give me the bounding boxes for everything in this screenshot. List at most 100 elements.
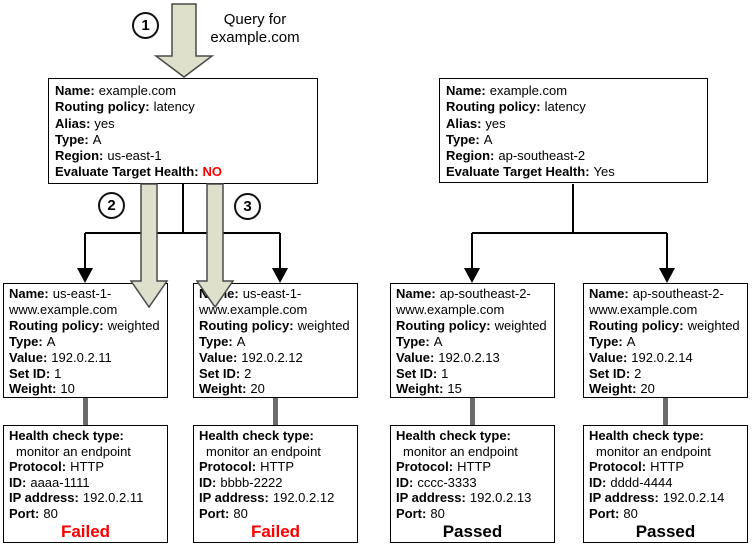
field-value: us-east-1-www.example.com xyxy=(9,286,118,317)
record-line: Evaluate Target Health:Yes xyxy=(446,164,701,180)
field-value: 2 xyxy=(634,365,642,381)
field-label: Protocol: xyxy=(199,459,257,474)
field-value: A xyxy=(92,131,102,147)
record-line: Routing policy:weighted xyxy=(589,318,742,334)
field-label: Port: xyxy=(589,505,620,521)
field-label: Set ID: xyxy=(199,365,241,381)
field-value: 2 xyxy=(244,365,252,381)
field-label: Set ID: xyxy=(396,365,438,381)
record-line: Type:A xyxy=(446,132,701,148)
record-line: ID:aaaa-1111 xyxy=(9,475,162,491)
field-label: Type: xyxy=(55,131,89,147)
field-value: 80 xyxy=(43,505,58,521)
health-status: Passed xyxy=(635,522,696,541)
record-line: Port:80 xyxy=(199,506,352,522)
field-value: weighted xyxy=(107,317,160,333)
field-value: monitor an endpoint xyxy=(403,443,518,459)
field-label: Routing policy: xyxy=(199,317,294,333)
field-label: ID: xyxy=(199,474,217,490)
record-line: monitor an endpoint xyxy=(396,444,549,460)
record-line: Name:ap-southeast-2-www.example.com xyxy=(396,286,549,318)
field-value: A xyxy=(236,333,246,349)
field-label: IP address: xyxy=(199,490,269,505)
field-label: ID: xyxy=(589,474,607,490)
field-label: Region: xyxy=(446,148,495,164)
record-line: Set ID:2 xyxy=(589,366,742,382)
field-label: Set ID: xyxy=(589,365,631,381)
field-label: IP address: xyxy=(589,490,659,505)
record-line: Set ID:1 xyxy=(9,366,162,382)
health-status: Failed xyxy=(250,522,301,541)
tree-right-arrowhead-1 xyxy=(464,268,480,283)
record-line: Type:A xyxy=(396,334,549,350)
field-label: Protocol: xyxy=(396,459,454,474)
field-value: 1 xyxy=(441,365,449,381)
record-line: Protocol:HTTP xyxy=(396,459,549,475)
step-badge-2: 2 xyxy=(98,192,125,219)
field-value: 20 xyxy=(640,381,655,397)
field-value: monitor an endpoint xyxy=(596,443,711,459)
record-line: Weight:15 xyxy=(396,381,549,397)
tree-right-lines xyxy=(471,184,668,270)
record-line: Value:192.0.2.11 xyxy=(9,350,162,366)
field-label: Type: xyxy=(396,333,430,349)
field-value: weighted xyxy=(494,317,547,333)
field-value: dddd-4444 xyxy=(610,474,673,490)
health-status: Passed xyxy=(442,522,503,541)
field-label: Name: xyxy=(199,286,239,301)
record-line: Alias:yes xyxy=(55,116,311,132)
field-value: 192.0.2.13 xyxy=(438,349,500,365)
field-value: A xyxy=(46,333,56,349)
field-value: example.com xyxy=(98,83,177,98)
record-line: Value:192.0.2.12 xyxy=(199,350,352,366)
field-value: us-east-1 xyxy=(107,148,162,164)
field-label: Weight: xyxy=(396,381,444,397)
record-line: Name:example.com xyxy=(55,83,311,99)
record-line: Port:80 xyxy=(9,506,162,522)
record-line: ID:cccc-3333 xyxy=(396,475,549,491)
field-value: 1 xyxy=(54,365,62,381)
field-value: ap-southeast-2 xyxy=(498,148,586,164)
field-label: Name: xyxy=(9,286,49,301)
field-value: 15 xyxy=(447,381,462,397)
record-line: Port:80 xyxy=(396,506,549,522)
field-value: latency xyxy=(153,99,195,115)
field-label: Protocol: xyxy=(9,459,67,474)
field-value: 192.0.2.12 xyxy=(241,349,303,365)
field-label: Name: xyxy=(589,286,629,301)
field-value: HTTP xyxy=(260,459,295,474)
tree-left-arrowhead-2 xyxy=(272,268,288,283)
record-line: monitor an endpoint xyxy=(199,444,352,460)
field-value: A xyxy=(483,131,493,147)
field-label: Routing policy: xyxy=(446,99,541,115)
field-label: Health check type: xyxy=(589,428,704,443)
field-value: monitor an endpoint xyxy=(206,443,321,459)
field-value: weighted xyxy=(687,317,740,333)
record-line: Type:A xyxy=(55,132,311,148)
field-label: Protocol: xyxy=(589,459,647,474)
field-value: latency xyxy=(544,99,586,115)
record-line: Type:A xyxy=(199,334,352,350)
field-value: cccc-3333 xyxy=(417,474,477,490)
field-value: 192.0.2.11 xyxy=(51,349,112,365)
field-value: 192.0.2.14 xyxy=(631,349,693,365)
field-label: Evaluate Target Health: xyxy=(55,164,199,180)
record-line: Region:ap-southeast-2 xyxy=(446,148,701,164)
field-value: monitor an endpoint xyxy=(16,443,131,459)
record-line: Set ID:2 xyxy=(199,366,352,382)
field-label: Name: xyxy=(446,83,486,98)
field-value: yes xyxy=(94,115,115,131)
field-label: Value: xyxy=(396,349,435,365)
field-label: Type: xyxy=(9,333,43,349)
field-label: Weight: xyxy=(199,381,247,397)
field-label: ID: xyxy=(9,474,27,490)
field-value: 20 xyxy=(250,381,265,397)
